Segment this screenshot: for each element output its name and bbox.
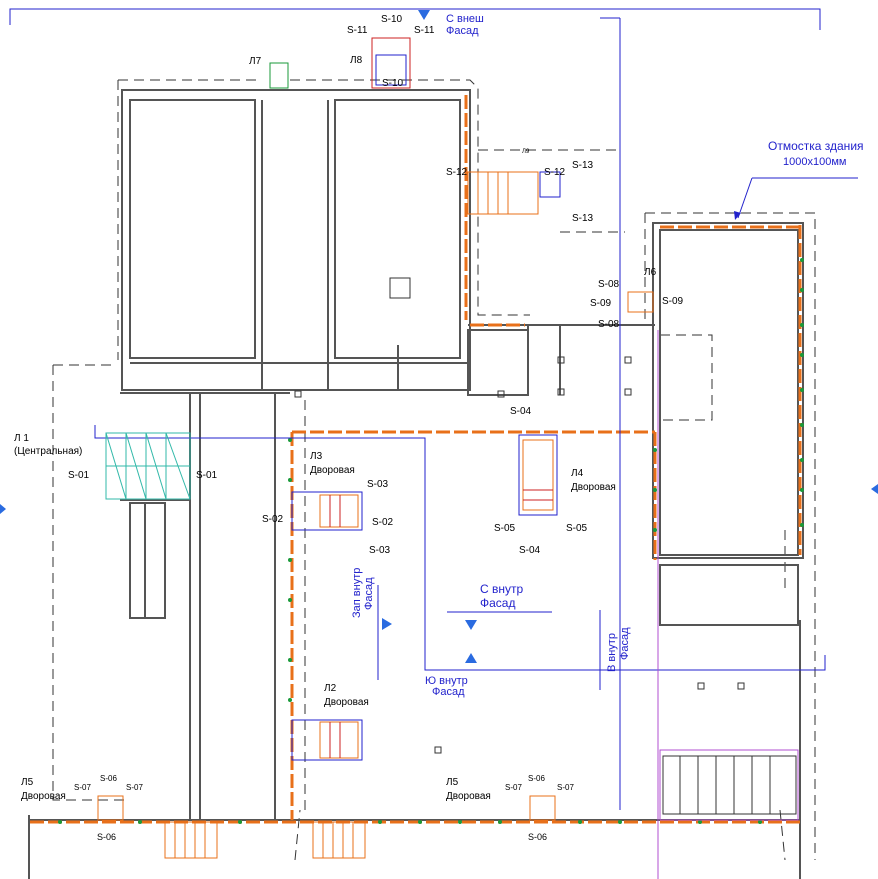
blind-area-note-2: 1000х100мм [783,156,847,168]
section-s11-right: S-11 [414,25,435,36]
section-s04-bottom: S-04 [519,545,541,556]
section-s07-a-right: S-07 [126,783,143,792]
stair-l3-label: Л3 [310,451,323,462]
section-s02-right: S-02 [372,517,394,528]
stair-l2 [291,719,363,761]
east-int-facade-label-2: Фасад [619,627,631,660]
stair-l5b-sublabel: Дворовая [446,791,491,802]
stair-l2-label: Л2 [324,683,337,694]
section-s09-right: S-09 [662,296,684,307]
section-s12-left: S-12 [446,167,468,178]
leader-line [737,177,753,219]
west-int-facade-label-1: Зап внутр [351,567,363,618]
columns [294,277,745,754]
section-s07-a-left: S-07 [74,783,91,792]
south-int-facade-label-2: Фасад [432,686,465,698]
section-s07-b-right: S-07 [557,783,574,792]
section-s04-top: S-04 [510,406,532,417]
section-s11-left: S-11 [347,25,368,36]
stair-l5a-sublabel: Дворовая [21,791,66,802]
section-s05-left: S-05 [494,523,516,534]
stair-l7 [269,62,289,89]
section-s06-a-bottom: S-06 [97,832,117,842]
stair-l5b-label: Л5 [446,777,459,788]
stair-l1 [105,432,191,500]
section-s03-bottom: S-03 [369,545,391,556]
facade-lines [94,17,826,810]
north-int-facade-label-2: Фасад [480,596,516,610]
north-int-facade-label-1: С внутр [480,582,524,596]
section-s10-top: S-10 [381,14,403,25]
magenta-lines [657,330,799,879]
section-s13-bottom: S-13 [572,213,594,224]
section-s06-a-top: S-06 [100,774,117,783]
stair-l3 [291,491,363,531]
stair-l4-sublabel: Дворовая [571,482,616,493]
window-markers [58,258,804,824]
stair-l6 [627,291,654,313]
stair-l8 [371,37,411,89]
section-s13-top: S-13 [572,160,594,171]
stair-l5a-label: Л5 [21,777,34,788]
stair-l4-label: Л4 [571,468,584,479]
section-s09-left: S-09 [590,298,612,309]
section-s05-right: S-05 [566,523,588,534]
stair-bottom-right [662,755,797,815]
section-s02-left: S-02 [262,514,284,525]
facade-arrows [0,10,878,663]
stair-l4 [518,434,558,516]
walls [28,89,804,879]
section-s01-right: S-01 [196,470,218,481]
section-s06-b-top: S-06 [528,774,545,783]
west-int-facade-label-2: Фасад [363,577,375,610]
stair-l9-label: Л9 [522,149,530,155]
drawing-frame [9,8,821,30]
stair-l9 [467,171,561,215]
stair-l5 [97,795,556,859]
stair-l7-label: Л7 [249,56,262,67]
section-s07-b-left: S-07 [505,783,522,792]
section-s10-bottom: S-10 [382,78,404,89]
stair-l1-label: Л 1 [14,433,29,444]
stair-l2-sublabel: Дворовая [324,697,369,708]
stair-l3-sublabel: Дворовая [310,465,355,476]
section-s12-right: S-12 [544,167,566,178]
leader-arrow-icon [734,211,741,220]
section-s01-left: S-01 [68,470,90,481]
north-ext-facade-label-1: С внеш [446,13,484,25]
stair-l1-sublabel: (Центральная) [14,446,83,457]
north-ext-facade-label-2: Фасад [446,25,479,37]
section-s08-top: S-08 [598,279,620,290]
section-s06-b-bottom: S-06 [528,832,548,842]
section-s08-bottom: S-08 [598,319,620,330]
stair-l6-label: Л6 [644,267,657,278]
section-s03-top: S-03 [367,479,389,490]
east-int-facade-label-1: В внутр [606,633,618,672]
dashed-outlines [52,79,816,861]
stair-l8-label: Л8 [350,55,363,66]
south-int-facade-label-1: Ю внутр [425,675,468,687]
blind-area-note-1: Отмостка здания [768,139,864,153]
